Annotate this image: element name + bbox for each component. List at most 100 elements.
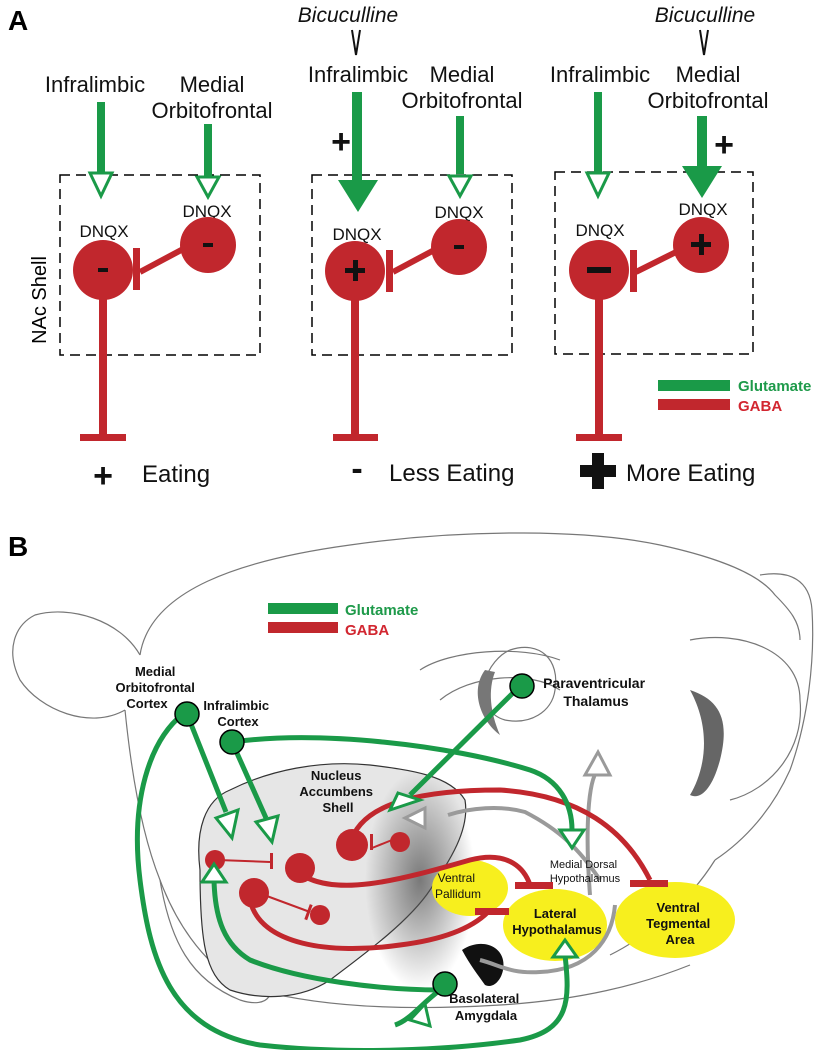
mofc-label-line2: Orbitofrontal — [401, 88, 522, 113]
infralimbic-label: Infralimbic — [308, 62, 408, 87]
infralimbic-label: Infralimbic — [45, 72, 145, 97]
plus-sign-icon — [353, 260, 358, 281]
nac-shell-box — [311, 174, 513, 356]
minus-symbol: - — [351, 450, 362, 488]
minus-sign-icon — [587, 267, 611, 273]
panel-a-column-3: Bicuculline Infralimbic Medial Orbitofro… — [550, 4, 769, 489]
legend-swatch-gaba — [658, 399, 730, 410]
inhibitory-terminal — [133, 248, 140, 290]
open-arrowhead-icon — [253, 813, 281, 846]
nac-neuron — [239, 878, 269, 908]
open-arrowhead-icon — [584, 171, 612, 200]
open-arrowhead-icon — [446, 174, 474, 200]
mofc-label: Medial Orbitofrontal Cortex — [115, 664, 198, 711]
panel-b-label: B — [8, 531, 28, 562]
inhibitory-terminal — [475, 908, 509, 915]
drug-indicator — [699, 29, 709, 56]
plus-symbol: + — [714, 126, 734, 164]
nac-neuron — [310, 905, 330, 925]
mdh-label: Medial Dorsal Hypothalamus — [550, 859, 621, 885]
mofc-label-line1: Medial — [676, 62, 741, 87]
outcome-more-eating: More Eating — [626, 460, 755, 487]
dark-structure — [462, 943, 504, 986]
gaba-pathways — [247, 787, 653, 952]
glutamate-input-mofc — [456, 116, 464, 174]
gaba-connection — [391, 245, 440, 275]
infralimbic-label: Infralimbic Cortex — [203, 698, 272, 729]
pvt-label: Paraventricular Thalamus — [543, 675, 649, 709]
glutamate-input-mofc — [204, 124, 212, 176]
dnqx-label: DNQX — [678, 200, 727, 219]
inhibitory-terminal — [80, 434, 126, 441]
glutamate-input-infralimbic — [594, 92, 602, 172]
ventricle — [690, 690, 724, 797]
vta-label: Ventral Tegmental Area — [646, 900, 714, 947]
panel-a-label: A — [8, 5, 28, 36]
legend-swatch-glutamate — [658, 380, 730, 391]
panel-b-legend: Glutamate GABA — [268, 602, 418, 639]
filled-arrowhead-icon — [682, 166, 722, 198]
gaba-connection — [138, 245, 187, 275]
glutamate-input-infralimbic — [352, 92, 362, 182]
lh-label: Lateral Hypothalamus — [512, 906, 602, 937]
panel-a: A NAc Shell Infralimbic Medial Orbitofro… — [8, 4, 811, 495]
panel-a-column-2: Bicuculline Infralimbic Medial Orbitofro… — [298, 4, 523, 488]
filled-arrowhead-icon — [338, 180, 378, 212]
mofc-label-line2: Orbitofrontal — [151, 98, 272, 123]
open-arrowhead-icon — [387, 791, 425, 813]
open-arrowhead-icon — [199, 861, 229, 884]
legend-label-glutamate: Glutamate — [345, 602, 418, 619]
inhibitory-terminal — [333, 434, 378, 441]
vta-region — [615, 882, 735, 958]
nac-neuron — [336, 829, 368, 861]
vp-label: Ventral Pallidum — [435, 871, 481, 901]
mofc-label-line1: Medial — [180, 72, 245, 97]
big-plus-icon — [592, 453, 604, 489]
nac-shell-box — [59, 174, 261, 356]
panel-a-legend: Glutamate GABA — [658, 378, 811, 415]
lateral-hypothalamus-region — [503, 889, 607, 961]
nac-shell-box — [554, 171, 754, 355]
plus-sign-icon — [699, 234, 704, 255]
infralimbic-node — [219, 729, 245, 755]
open-arrowhead-icon — [550, 937, 580, 959]
plus-symbol: + — [331, 123, 351, 161]
dnqx-label: DNQX — [79, 222, 128, 241]
legend-swatch-gaba — [268, 622, 338, 633]
bicuculline-label: Bicuculline — [298, 4, 398, 27]
glutamate-pathways — [135, 684, 575, 1050]
legend-label-gaba: GABA — [738, 398, 782, 415]
mofc-node — [174, 701, 200, 727]
inhibitory-terminal — [630, 250, 637, 292]
mofc-label-line2: Orbitofrontal — [647, 88, 768, 113]
gaba-projection — [99, 298, 107, 436]
dnqx-label: DNQX — [182, 202, 231, 221]
inhibitory-terminal — [576, 434, 622, 441]
pvt-node — [509, 673, 535, 699]
dnqx-label: DNQX — [575, 221, 624, 240]
nac-label: Nucleus Accumbens Shell — [299, 768, 376, 815]
ventricle — [477, 670, 500, 735]
open-arrowhead-icon — [213, 807, 241, 842]
drug-indicator — [351, 29, 361, 56]
bicuculline-label: Bicuculline — [655, 4, 755, 27]
open-arrowhead-icon — [557, 828, 587, 851]
outcome-eating: Eating — [142, 461, 210, 488]
inhibitory-terminal — [515, 882, 553, 889]
nac-neuron — [205, 850, 225, 870]
outcome-less-eating: Less Eating — [389, 460, 514, 487]
legend-label-glutamate: Glutamate — [738, 378, 811, 395]
glutamate-input-mofc — [697, 116, 707, 168]
minus-sign-icon — [98, 268, 108, 272]
gaba-projection — [351, 299, 359, 436]
open-arrowhead-icon — [87, 171, 115, 200]
local-nac-circuit — [205, 829, 410, 925]
nac-neuron — [390, 832, 410, 852]
panel-a-column-1: Infralimbic Medial Orbitofrontal DNQX DN… — [45, 72, 273, 495]
minus-sign-icon — [454, 245, 464, 249]
minus-sign-icon — [203, 243, 213, 247]
glutamate-input-infralimbic — [97, 102, 105, 172]
dnqx-label: DNQX — [434, 203, 483, 222]
legend-swatch-glutamate — [268, 603, 338, 614]
